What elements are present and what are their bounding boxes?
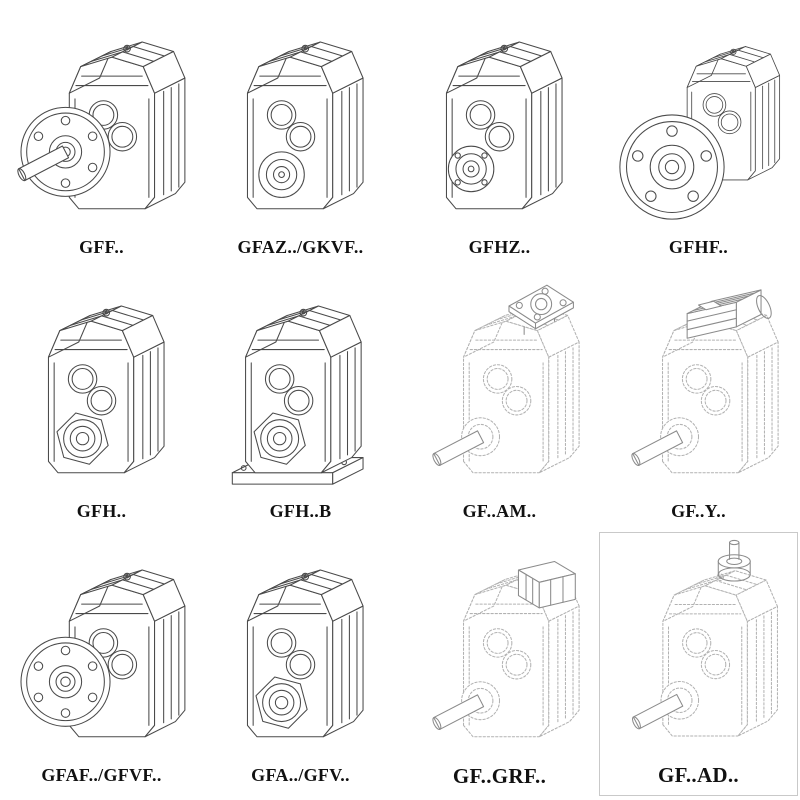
catalog-cell-gfh: GFH.. <box>2 268 201 532</box>
gearbox-top-adapter-block-drawing <box>400 532 599 764</box>
hollow-shaft-gearbox-drawing <box>201 4 400 236</box>
gearbox-input-shaft-adapter-svg <box>631 540 778 737</box>
flange-shaft-gearbox-svg <box>17 41 186 210</box>
hex-hub-gearbox-foot-svg <box>231 305 364 485</box>
gearbox-top-adapter-block-svg <box>432 561 580 738</box>
model-label-gfy: GF..Y.. <box>671 501 726 521</box>
gearbox-with-motor-drawing <box>599 268 798 500</box>
catalog-cell-gfhf: GFHF.. <box>599 4 798 268</box>
model-label-gfam: GF..AM.. <box>462 501 537 521</box>
model-label-gfgrf: GF..GRF.. <box>452 764 547 788</box>
model-label-gfhb: GFH..B <box>269 501 332 521</box>
hollow-shaft-gearbox-bolted-drawing <box>400 4 599 236</box>
front-flange-gearbox-drawing <box>599 4 798 236</box>
gearbox-with-motor-svg <box>631 289 779 474</box>
catalog-cell-gfy: GF..Y.. <box>599 268 798 532</box>
hex-hub-gearbox-foot-drawing <box>201 268 400 500</box>
front-flange-gearbox-svg <box>619 46 781 220</box>
model-label-gff: GFF.. <box>79 237 124 257</box>
hex-hub-gearbox-2-drawing <box>201 532 400 764</box>
model-label-gfad: GF..AD.. <box>658 763 739 787</box>
flange-shaft-gearbox-drawing <box>2 4 201 236</box>
gearbox-iec-adapter-flange-svg <box>432 284 580 474</box>
flange-hollow-gearbox-svg <box>20 569 186 738</box>
hex-hub-gearbox-svg <box>47 305 165 474</box>
model-label-gfhf: GFHF.. <box>668 237 729 257</box>
model-label-gfh: GFH.. <box>76 501 127 521</box>
catalog-cell-gfaz: GFAZ../GKVF.. <box>201 4 400 268</box>
model-label-gfaf: GFAF../GFVF.. <box>41 765 162 785</box>
hex-hub-gearbox-drawing <box>2 268 201 500</box>
catalog-cell-gfa: GFA../GFV.. <box>201 532 400 796</box>
hex-hub-gearbox-2-svg <box>246 569 364 738</box>
catalog-cell-gfgrf: GF..GRF.. <box>400 532 599 796</box>
catalog-cell-gfad: GF..AD.. <box>599 532 798 796</box>
gearbox-input-shaft-adapter-drawing <box>600 533 797 763</box>
catalog-cell-gfhb: GFH..B <box>201 268 400 532</box>
catalog-cell-gfam: GF..AM.. <box>400 268 599 532</box>
catalog-cell-gff: GFF.. <box>2 4 201 268</box>
hollow-shaft-gearbox-bolted-svg <box>445 41 563 210</box>
catalog-cell-gfaf: GFAF../GFVF.. <box>2 532 201 796</box>
model-label-gfaz: GFAZ../GKVF.. <box>237 237 364 257</box>
model-label-gfa: GFA../GFV.. <box>251 765 350 785</box>
gearbox-iec-adapter-flange-drawing <box>400 268 599 500</box>
flange-hollow-gearbox-drawing <box>2 532 201 764</box>
hollow-shaft-gearbox-svg <box>246 41 364 210</box>
model-label-gfhz: GFHZ.. <box>468 237 531 257</box>
catalog-cell-gfhz: GFHZ.. <box>400 4 599 268</box>
